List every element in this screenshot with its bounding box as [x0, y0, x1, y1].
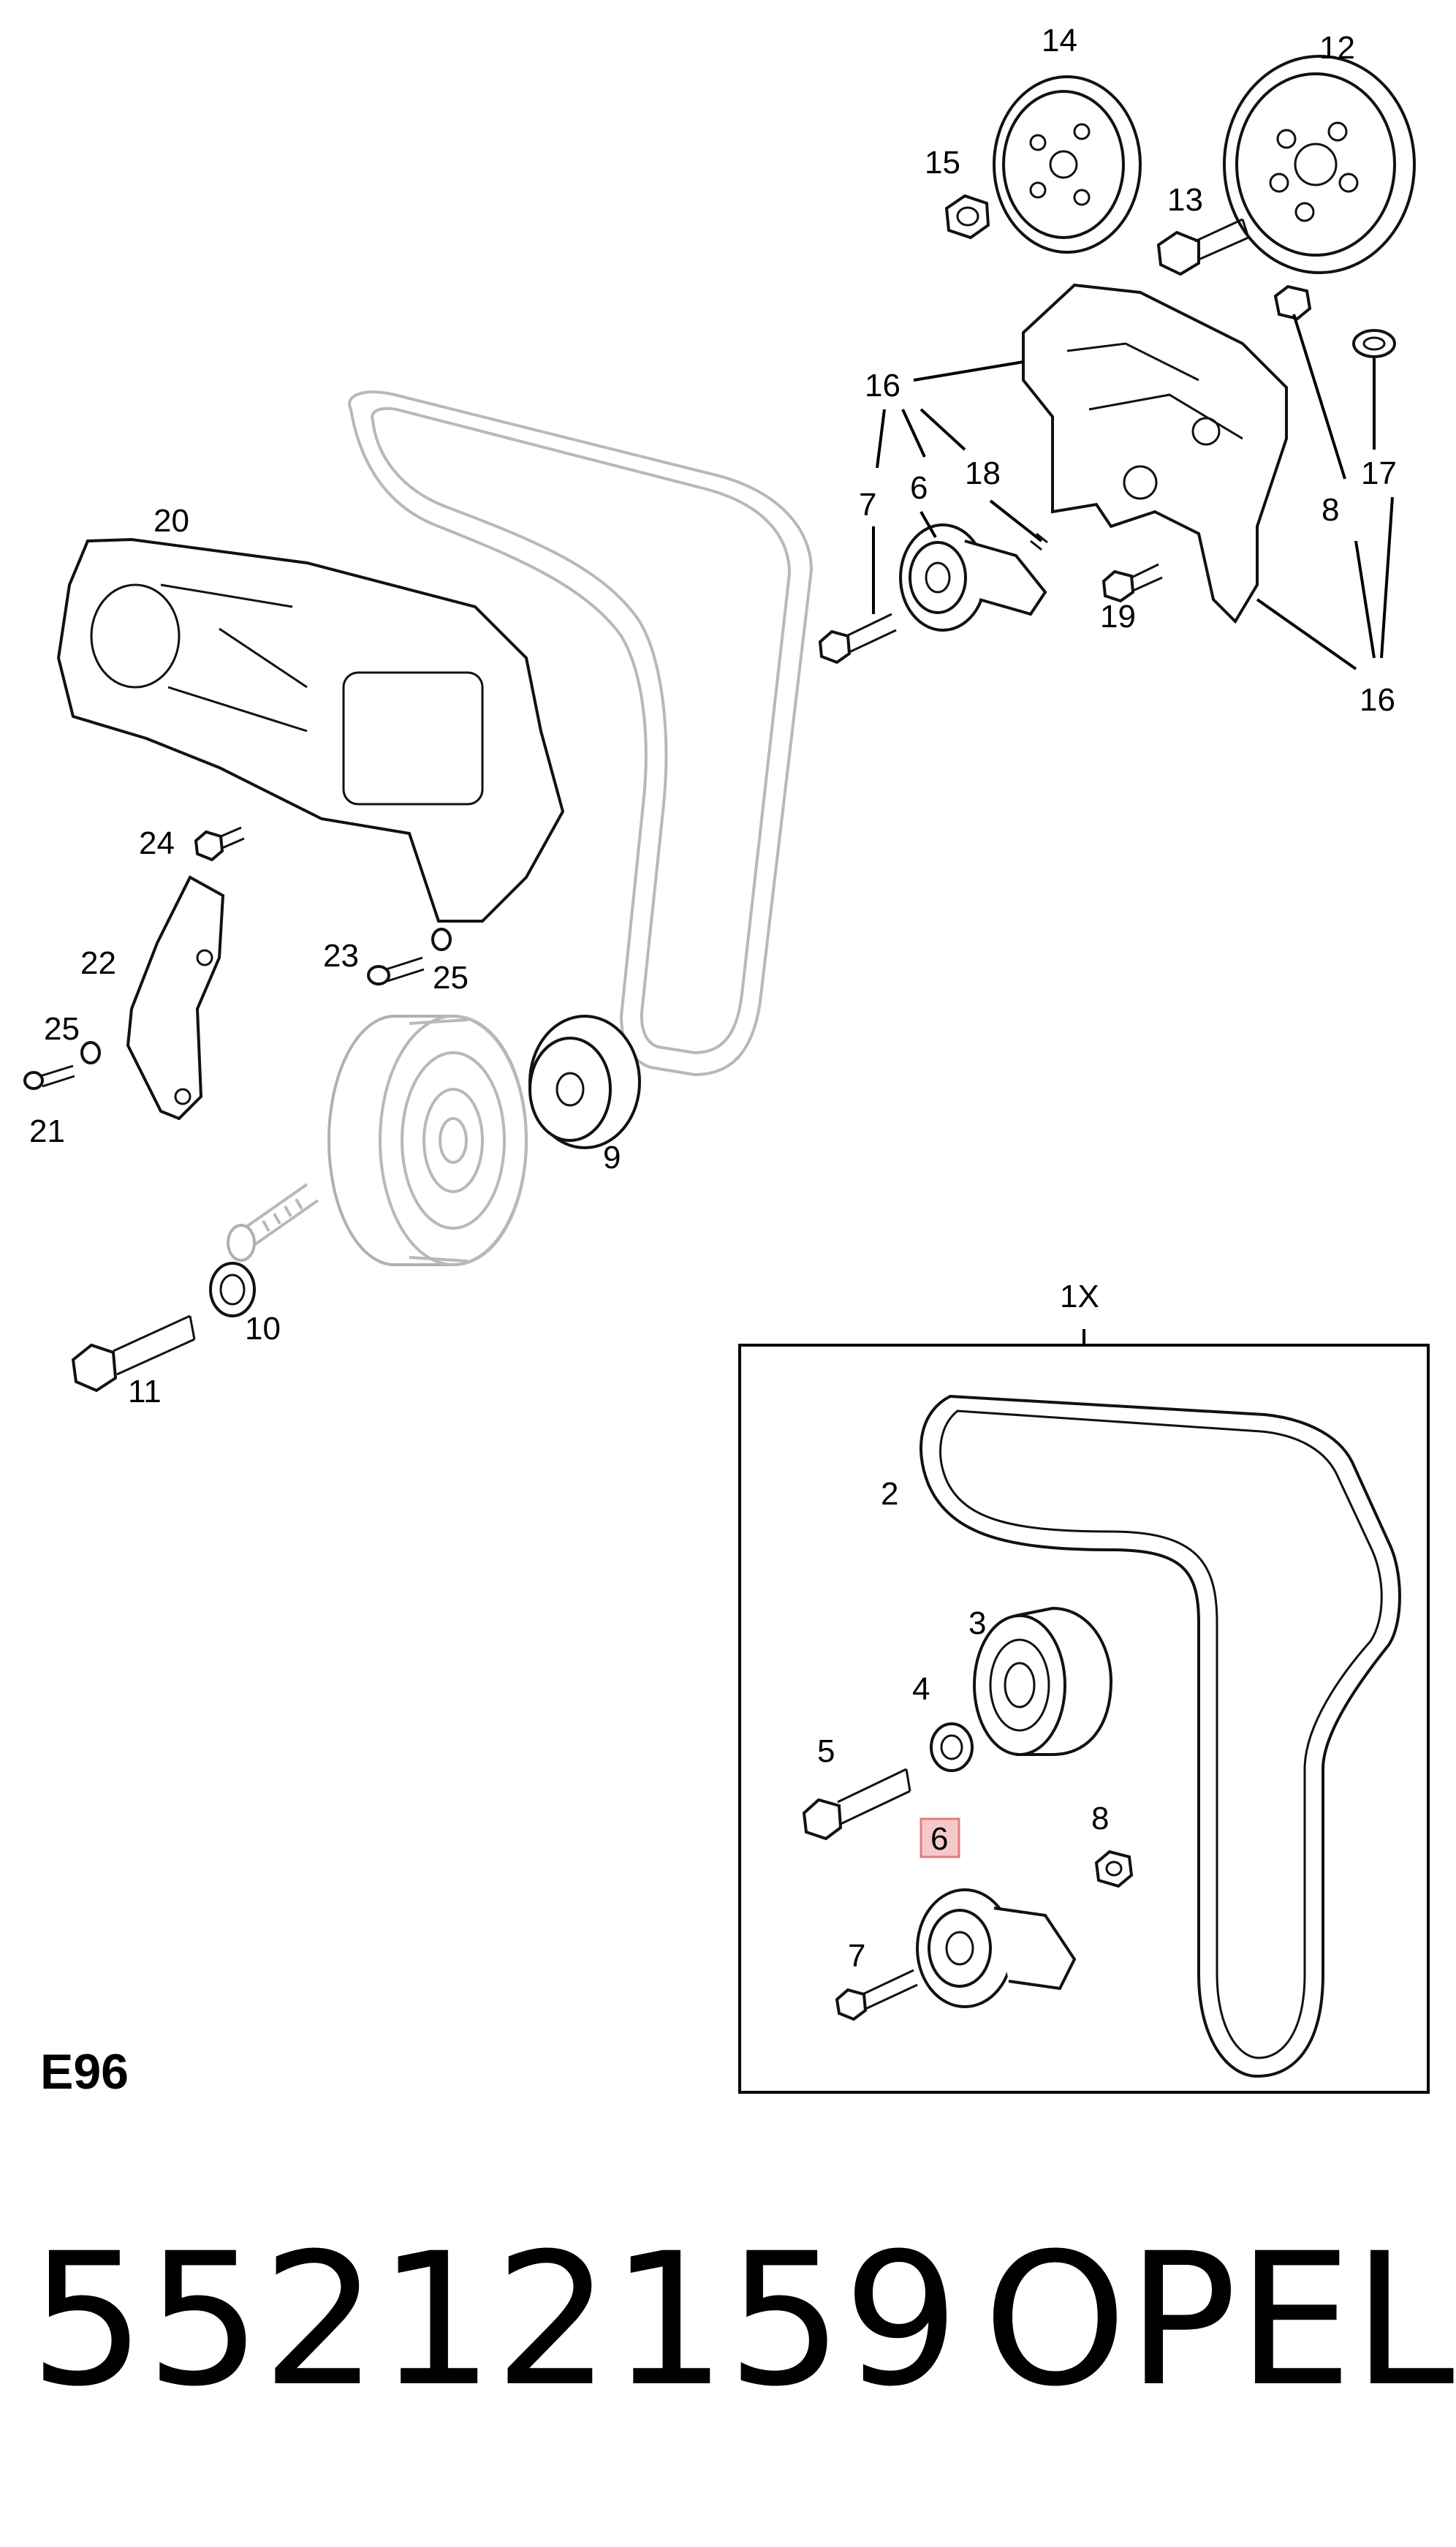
- bolt-7-upper: [818, 613, 897, 665]
- kit-box: [738, 1329, 1430, 2094]
- callout-15: 15: [925, 145, 960, 181]
- tensioner-6-upper: [899, 523, 1047, 632]
- callout-4: 4: [912, 1671, 930, 1707]
- callout-11: 11: [128, 1374, 162, 1409]
- bolt-23: [367, 956, 425, 985]
- callout-10: 10: [245, 1311, 281, 1347]
- bolt-5: [802, 1768, 911, 1841]
- callout-7-kit: 7: [848, 1938, 865, 1974]
- bolt-7-kit: [835, 1969, 918, 2021]
- idler-pulley-3: [973, 1606, 1113, 1756]
- bracket-22: [126, 875, 225, 1121]
- callout-18: 18: [965, 455, 1001, 491]
- callout-22: 22: [80, 945, 116, 981]
- bolt-24: [194, 826, 245, 862]
- timing-cover-20: [56, 537, 565, 923]
- callout-12: 12: [1319, 30, 1355, 66]
- callout-16-bottom: 16: [1360, 682, 1395, 718]
- crankshaft-bolt-grey: [227, 1183, 319, 1262]
- tensioner-6-kit: [916, 1888, 1077, 2008]
- callout-21: 21: [29, 1113, 65, 1149]
- callout-20: 20: [153, 503, 189, 539]
- callout-19: 19: [1100, 599, 1136, 635]
- camshaft-gear-12: [1223, 55, 1416, 274]
- brand-name: OPEL: [983, 2214, 1455, 2426]
- bracket-16: [1022, 283, 1288, 624]
- callout-24: 24: [139, 825, 175, 861]
- callout-8-upper: 8: [1322, 492, 1339, 528]
- callout-9: 9: [603, 1140, 621, 1176]
- nut-8-upper: [1273, 284, 1312, 321]
- washer-25-left: [80, 1041, 101, 1064]
- bolt-19: [1102, 563, 1163, 603]
- leader-lines: [872, 314, 1394, 670]
- callout-6-upper: 6: [910, 470, 928, 506]
- part-number: 55212159: [29, 2214, 959, 2426]
- callout-5: 5: [817, 1733, 835, 1769]
- callout-14: 14: [1042, 23, 1077, 58]
- timing-belt-2: [920, 1394, 1401, 2078]
- section-code: E96: [40, 2044, 129, 2100]
- callout-25-left: 25: [44, 1011, 80, 1047]
- camshaft-gear-14: [993, 75, 1142, 254]
- callout-8-kit: 8: [1091, 1801, 1109, 1836]
- bolt-13: [1156, 218, 1250, 276]
- stud-17: [1352, 329, 1396, 358]
- callout-1x: 1X: [1060, 1279, 1099, 1314]
- timing-belt-grey: [348, 390, 814, 1077]
- screw-18: [1030, 532, 1048, 551]
- callout-17: 17: [1361, 455, 1397, 491]
- washer-10: [209, 1262, 256, 1317]
- bolt-11: [71, 1314, 196, 1393]
- callout-25-right: 25: [433, 960, 469, 996]
- callout-16-top: 16: [865, 368, 900, 404]
- highlight-box: [920, 1817, 960, 1858]
- bolt-21: [23, 1064, 75, 1090]
- washer-25-right: [431, 928, 452, 951]
- nut-8-kit: [1094, 1850, 1134, 1888]
- callout-7-upper: 7: [859, 487, 876, 523]
- callout-2: 2: [881, 1476, 898, 1512]
- callout-3: 3: [968, 1605, 986, 1641]
- callout-23: 23: [323, 938, 359, 974]
- nut-15: [944, 194, 990, 240]
- callout-6-kit: 6: [930, 1821, 948, 1857]
- washer-4: [930, 1722, 974, 1772]
- crankshaft-pulley-grey: [327, 1015, 528, 1266]
- callout-13: 13: [1167, 182, 1203, 218]
- callouts: 14 12 15 13 16 7 6 18 17 8 19 16 20 24 2…: [29, 23, 1397, 1974]
- crankshaft-gear-9: [528, 1015, 641, 1149]
